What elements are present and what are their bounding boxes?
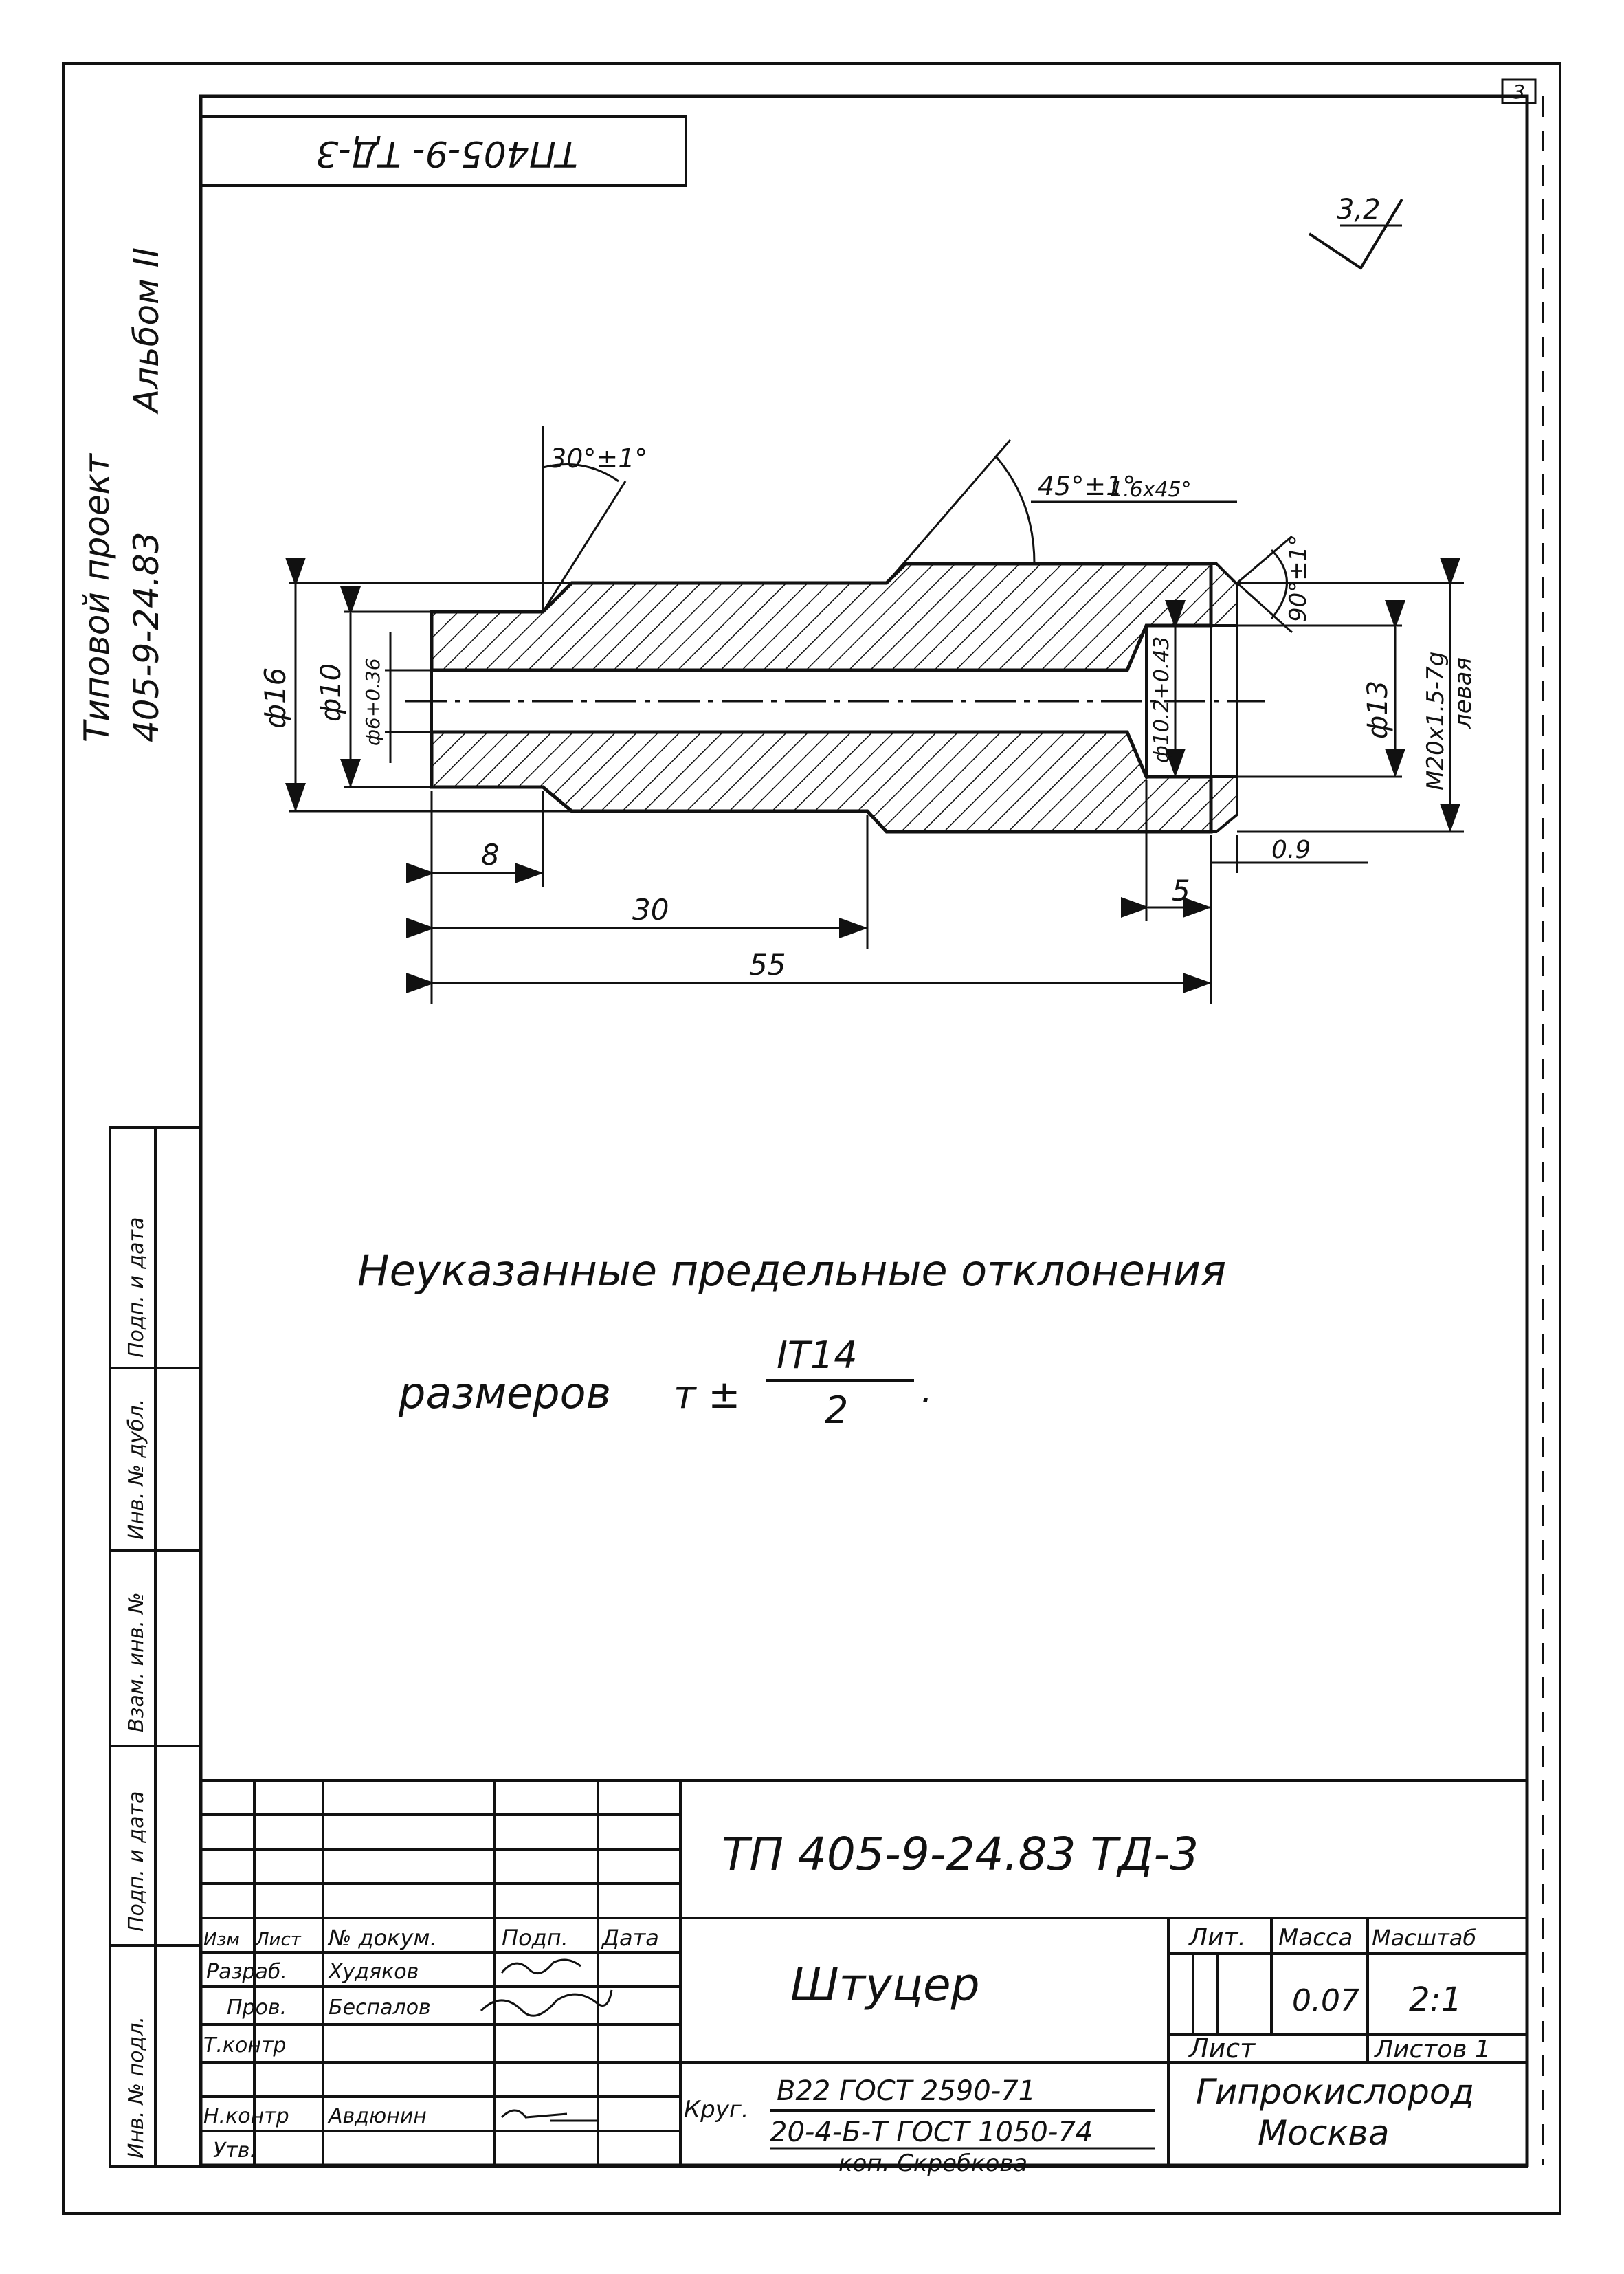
dim-dia-13: ф13 xyxy=(1362,681,1394,739)
dim-len-30: 30 xyxy=(632,893,669,927)
sheet-label: Лист xyxy=(1188,2033,1256,2064)
upper-thread-zone xyxy=(1210,562,1238,627)
side-project-number: 405-9-24.83 xyxy=(126,532,166,742)
dim-len-09: 0.9 xyxy=(1271,836,1311,864)
role-razrab: Разраб. xyxy=(206,1960,287,1984)
signatures xyxy=(480,1958,613,2122)
part-section xyxy=(405,562,1265,834)
role-nkontr: Н.контр xyxy=(203,2104,289,2128)
side-stamp-2: Взам. инв. № xyxy=(124,1592,148,1732)
dim-angle-left: 30°±1° xyxy=(550,443,647,474)
scale-label: Масштаб xyxy=(1372,1925,1476,1951)
sheet-outer-frame xyxy=(62,62,1561,2215)
note-den: 2 xyxy=(825,1389,848,1432)
mass-label: Масса xyxy=(1278,1924,1353,1952)
dim-thread: M20x1.5-7g xyxy=(1422,652,1449,791)
upper-wall xyxy=(430,562,1213,672)
hdr-docnum: № докум. xyxy=(327,1925,437,1951)
mass-value: 0.07 xyxy=(1292,1983,1359,2018)
note-symbol: т ± xyxy=(674,1373,740,1417)
rotated-code: ТП405-9- ТД-3 xyxy=(315,133,578,174)
lit-label: Лит. xyxy=(1188,1923,1246,1952)
side-stamp-table xyxy=(109,1126,202,2168)
side-stamp-1: Подп. и дата xyxy=(124,1791,148,1932)
dim-len-8: 8 xyxy=(481,838,500,872)
side-stamp-0: Инв. № подл. xyxy=(124,2016,148,2159)
side-stamp-4: Подп. и дата xyxy=(124,1217,148,1358)
material-bottom: 20-4-Б-Т ГОСТ 1050-74 xyxy=(770,2117,1093,2148)
svg-text:3,2: 3,2 xyxy=(1337,194,1381,225)
sheets-label: Листов 1 xyxy=(1373,2035,1491,2064)
dim-chamfer: 1.6x45° xyxy=(1110,478,1192,502)
name-razrab: Худяков xyxy=(327,1960,419,1984)
lower-thread-zone xyxy=(1210,775,1238,833)
rotated-code-box xyxy=(199,115,687,187)
side-album-label: Альбом II xyxy=(126,247,166,415)
dim-dia-10-2: ф10.2+0.43 xyxy=(1150,637,1174,763)
hdr-date: Дата xyxy=(601,1925,659,1951)
length-dimensions xyxy=(406,780,1368,1004)
role-prov: Пров. xyxy=(227,1996,287,2020)
dim-len-55: 55 xyxy=(749,948,786,982)
title-block xyxy=(199,1779,1528,2168)
material-prefix: Круг. xyxy=(684,2096,749,2123)
note-line1: Неуказанные предельные отклонения xyxy=(357,1246,1226,1296)
diameter-dimensions xyxy=(285,558,1464,833)
lower-wall xyxy=(430,730,1213,834)
role-tkontr: Т.контр xyxy=(203,2033,286,2057)
dim-angle-mid: 45°±1° xyxy=(1038,471,1135,501)
dim-len-5: 5 xyxy=(1172,874,1190,907)
note-period: . xyxy=(921,1368,933,1411)
side-stamp-3: Инв. № дубл. xyxy=(124,1399,148,1540)
dim-dia-6: ф6+0.36 xyxy=(361,658,384,746)
note-it: IT14 xyxy=(777,1334,858,1377)
dim-angle-right: 90°±1° xyxy=(1284,535,1312,622)
title-part-name: Штуцер xyxy=(790,1958,980,2011)
title-doc-code: ТП 405-9-24.83 ТД-3 xyxy=(722,1828,1199,1881)
material-top: В22 ГОСТ 2590-71 xyxy=(777,2075,1036,2107)
copied-by: коп. Скребкова xyxy=(838,2150,1027,2177)
hdr-izm: Изм xyxy=(203,1930,240,1950)
angle-dimensions xyxy=(542,426,1293,634)
org-city: Москва xyxy=(1258,2113,1390,2153)
dim-thread-note: левая xyxy=(1449,657,1477,729)
page-number: 3 xyxy=(1513,80,1525,103)
name-prov: Беспалов xyxy=(329,1996,431,2020)
page-number-box xyxy=(1501,78,1537,104)
hdr-list: Лист xyxy=(255,1930,302,1950)
scale-value: 2:1 xyxy=(1409,1980,1462,2019)
dim-dia-10: ф10 xyxy=(315,663,347,722)
side-project-label: Типовой проект xyxy=(77,452,117,742)
roughness-mark: 3,2 xyxy=(1308,194,1403,270)
org-name: Гипрокислород xyxy=(1196,2072,1474,2112)
name-nkontr: Авдюнин xyxy=(327,2104,427,2128)
note-line2-prefix: размеров xyxy=(398,1368,611,1418)
dim-dia-outer: ф16 xyxy=(258,667,292,729)
hdr-sign: Подп. xyxy=(502,1925,568,1951)
role-utv: Утв. xyxy=(213,2139,256,2163)
